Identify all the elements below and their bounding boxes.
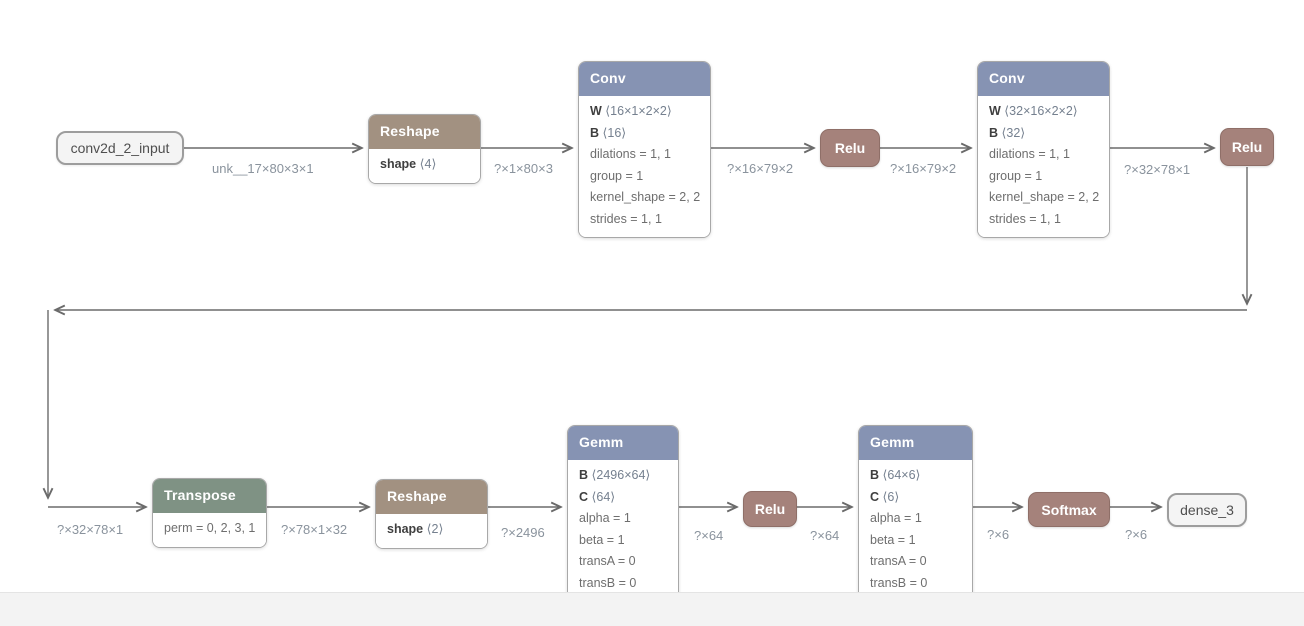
- node-reshape-1[interactable]: Reshape shape ⟨4⟩: [368, 114, 481, 184]
- node-title: Reshape: [369, 115, 480, 149]
- param-name: B: [870, 468, 880, 482]
- node-relu-1[interactable]: Relu: [820, 129, 880, 167]
- param-value: ⟨32×16×2×2⟩: [1004, 104, 1078, 118]
- capsule-label: Relu: [754, 501, 786, 517]
- node-title: Gemm: [859, 426, 972, 460]
- param-name: B: [590, 125, 600, 140]
- attr-line: beta = 1: [579, 532, 625, 547]
- edge-label: ?×16×79×2: [727, 161, 794, 176]
- edge-label: ?×32×78×1: [1124, 162, 1191, 177]
- attr-line: transA = 0: [870, 554, 927, 568]
- param-name: B: [579, 468, 589, 482]
- param-line: B ⟨64×6⟩: [870, 465, 961, 487]
- edge-label: ?×6: [1125, 527, 1148, 542]
- param-value: ⟨4⟩: [419, 157, 437, 171]
- param-line: B ⟨32⟩: [989, 123, 1098, 145]
- attr-line: dilations = 1, 1: [989, 147, 1070, 161]
- param-value: ⟨16⟩: [602, 125, 627, 140]
- attr-line: alpha = 1: [579, 511, 631, 525]
- node-relu-2[interactable]: Relu: [1220, 128, 1274, 166]
- edge-label: ?×16×79×2: [890, 161, 957, 176]
- io-node-label: dense_3: [1180, 502, 1234, 518]
- param-name: B: [989, 125, 999, 140]
- attr-line: group = 1: [989, 168, 1043, 183]
- node-conv-2[interactable]: Conv W ⟨32×16×2×2⟩ B ⟨32⟩ dilations = 1,…: [977, 61, 1110, 238]
- capsule-label: Softmax: [1041, 501, 1097, 518]
- param-line: B ⟨2496×64⟩: [579, 465, 667, 487]
- attr-line: strides = 1, 1: [989, 211, 1061, 226]
- io-node-label: conv2d_2_input: [70, 140, 170, 156]
- param-value: ⟨64×6⟩: [882, 468, 921, 482]
- param-line: shape ⟨2⟩: [387, 519, 476, 541]
- edge-label: ?×64: [810, 528, 840, 543]
- param-value: ⟨16×1×2×2⟩: [605, 104, 672, 118]
- node-transpose[interactable]: Transpose perm = 0, 2, 3, 1: [152, 478, 267, 548]
- edge-label: ?×6: [987, 527, 1010, 542]
- node-title: Transpose: [153, 479, 266, 513]
- param-value: ⟨2⟩: [426, 522, 444, 536]
- attr-line: strides = 1, 1: [590, 211, 662, 226]
- attr-line: group = 1: [590, 168, 644, 183]
- node-softmax[interactable]: Softmax: [1028, 492, 1110, 527]
- param-line: W ⟨16×1×2×2⟩: [590, 101, 699, 123]
- param-line: C ⟨6⟩: [870, 487, 961, 509]
- param-value: ⟨64⟩: [591, 489, 616, 504]
- param-name: W: [989, 104, 1001, 118]
- param-name: C: [579, 489, 589, 504]
- param-line: C ⟨64⟩: [579, 487, 667, 509]
- status-bar: [0, 592, 1304, 626]
- param-name: shape: [387, 522, 424, 536]
- param-value: ⟨2496×64⟩: [591, 468, 651, 482]
- node-relu-3[interactable]: Relu: [743, 491, 797, 527]
- node-gemm-2[interactable]: Gemm B ⟨64×6⟩ C ⟨6⟩ alpha = 1 beta = 1 t…: [858, 425, 973, 602]
- node-conv-1[interactable]: Conv W ⟨16×1×2×2⟩ B ⟨16⟩ dilations = 1, …: [578, 61, 711, 238]
- param-line: shape ⟨4⟩: [380, 154, 469, 176]
- attr-line: beta = 1: [870, 532, 916, 547]
- node-reshape-2[interactable]: Reshape shape ⟨2⟩: [375, 479, 488, 549]
- attr-line: kernel_shape = 2, 2: [590, 190, 701, 204]
- attr-line: alpha = 1: [870, 511, 922, 525]
- attr-line: perm = 0, 2, 3, 1: [164, 521, 256, 535]
- param-value: ⟨32⟩: [1001, 125, 1026, 140]
- edge-label: unk__17×80×3×1: [212, 161, 314, 176]
- edge-label: ?×1×80×3: [494, 161, 553, 176]
- edge-label: ?×64: [694, 528, 724, 543]
- capsule-label: Relu: [1231, 139, 1263, 155]
- capsule-label: Relu: [834, 140, 866, 156]
- edge-label: ?×32×78×1: [57, 522, 124, 537]
- attr-line: kernel_shape = 2, 2: [989, 190, 1100, 204]
- param-line: W ⟨32×16×2×2⟩: [989, 101, 1098, 123]
- node-title: Conv: [579, 62, 710, 96]
- node-conv2d-2-input[interactable]: conv2d_2_input: [56, 131, 184, 165]
- param-line: B ⟨16⟩: [590, 123, 699, 145]
- param-name: C: [870, 489, 880, 504]
- node-gemm-1[interactable]: Gemm B ⟨2496×64⟩ C ⟨64⟩ alpha = 1 beta =…: [567, 425, 679, 602]
- attr-line: transB = 0: [579, 575, 637, 590]
- node-dense-3[interactable]: dense_3: [1167, 493, 1247, 527]
- attr-line: transA = 0: [579, 554, 636, 568]
- edge-label: ?×2496: [501, 525, 545, 540]
- edge-label: ?×78×1×32: [281, 522, 348, 537]
- node-title: Reshape: [376, 480, 487, 514]
- attr-line: dilations = 1, 1: [590, 147, 671, 161]
- param-value: ⟨6⟩: [882, 489, 900, 504]
- param-name: shape: [380, 157, 417, 171]
- attr-line: transB = 0: [870, 575, 928, 590]
- node-title: Gemm: [568, 426, 678, 460]
- param-name: W: [590, 104, 602, 118]
- node-title: Conv: [978, 62, 1109, 96]
